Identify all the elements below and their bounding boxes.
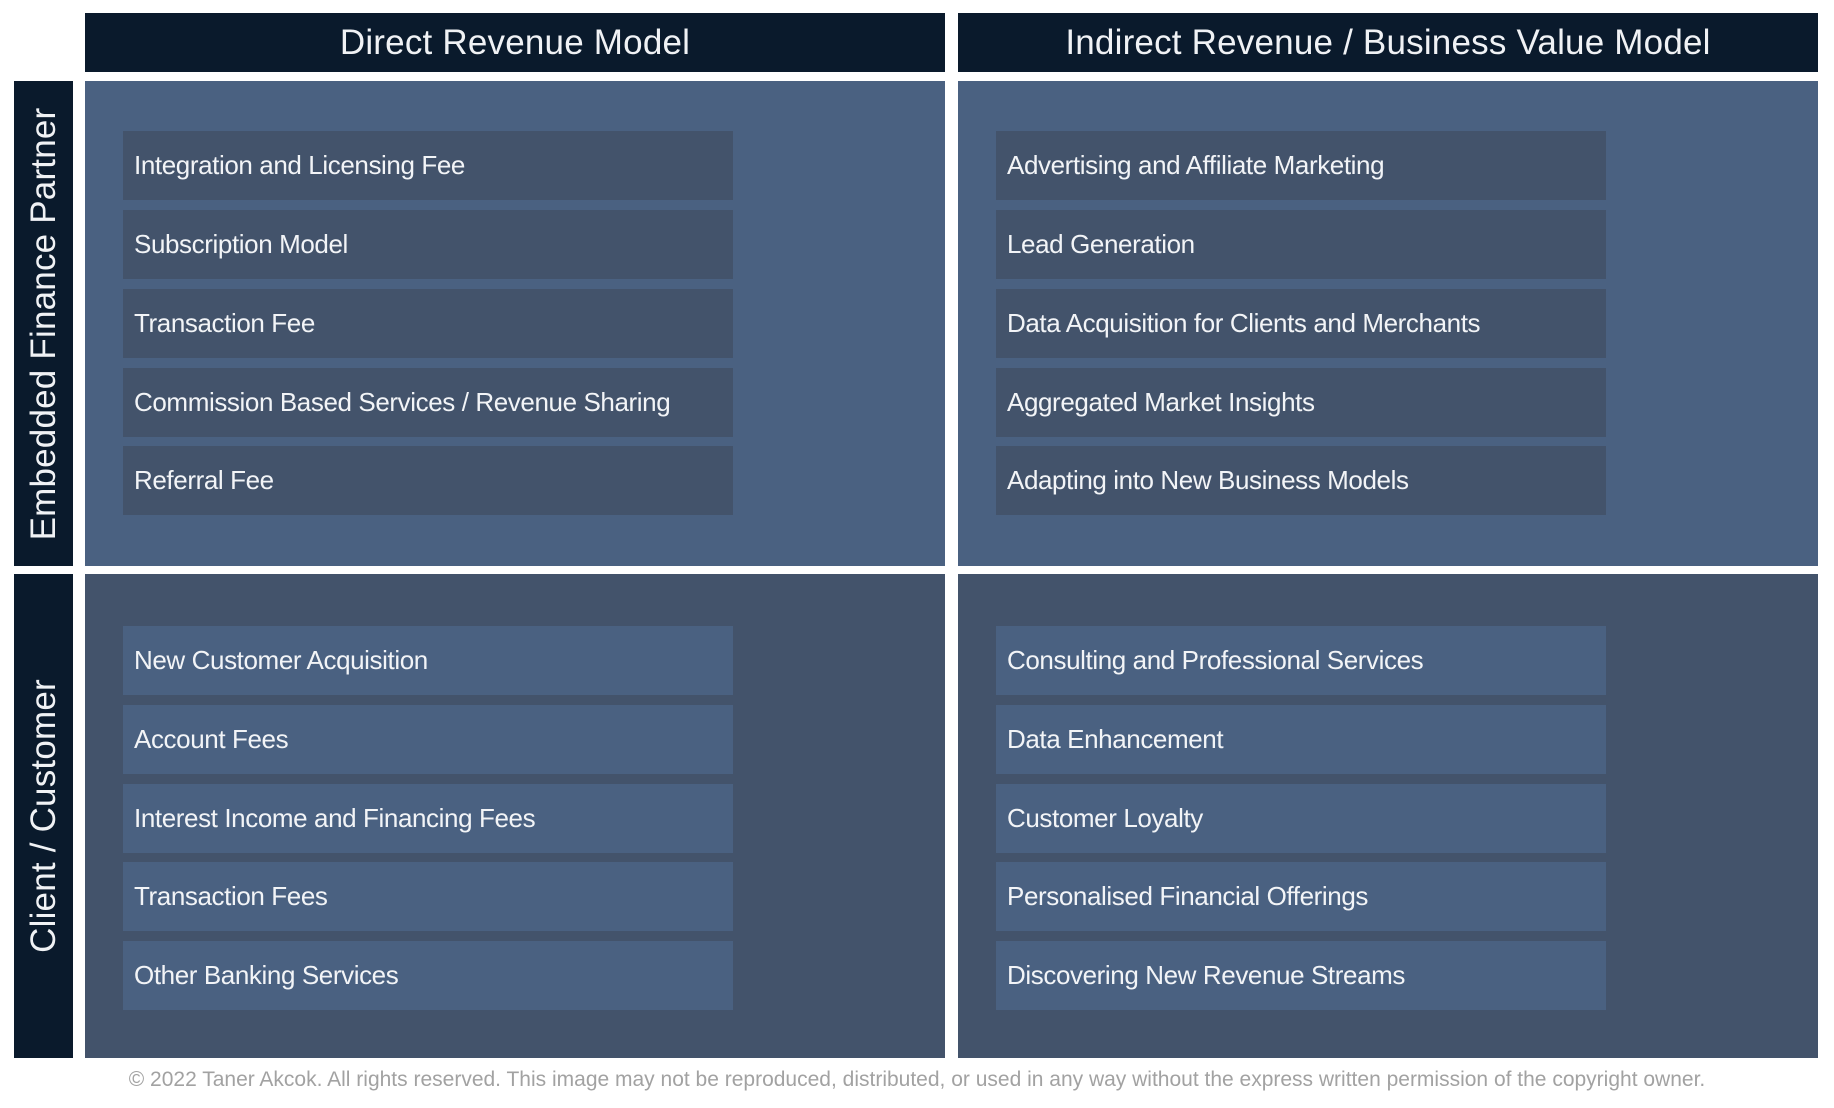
- list-item: Account Fees: [123, 705, 733, 774]
- list-item: Commission Based Services / Revenue Shar…: [123, 368, 733, 437]
- panel-client-indirect: Consulting and Professional Services Dat…: [958, 574, 1818, 1058]
- row-header-label: Embedded Finance Partner: [23, 107, 63, 540]
- copyright-notice: © 2022 Taner Akcok. All rights reserved.…: [128, 1068, 1706, 1091]
- list-item: Referral Fee: [123, 446, 733, 515]
- list-item: Personalised Financial Offerings: [996, 862, 1606, 931]
- list-item: Discovering New Revenue Streams: [996, 941, 1606, 1010]
- row-header-embedded-finance-partner: Embedded Finance Partner: [14, 81, 73, 566]
- list-item: New Customer Acquisition: [123, 626, 733, 695]
- column-header-direct: Direct Revenue Model: [85, 13, 945, 72]
- list-item: Data Acquisition for Clients and Merchan…: [996, 289, 1606, 358]
- list-item: Customer Loyalty: [996, 784, 1606, 853]
- row-header-label: Client / Customer: [23, 679, 63, 953]
- list-item: Advertising and Affiliate Marketing: [996, 131, 1606, 200]
- row-header-client-customer: Client / Customer: [14, 574, 73, 1058]
- list-item: Adapting into New Business Models: [996, 446, 1606, 515]
- panel-partner-direct: Integration and Licensing Fee Subscripti…: [85, 81, 945, 566]
- panel-client-direct: New Customer Acquisition Account Fees In…: [85, 574, 945, 1058]
- list-item: Integration and Licensing Fee: [123, 131, 733, 200]
- list-item: Transaction Fees: [123, 862, 733, 931]
- list-item: Data Enhancement: [996, 705, 1606, 774]
- list-item: Aggregated Market Insights: [996, 368, 1606, 437]
- list-item: Interest Income and Financing Fees: [123, 784, 733, 853]
- list-item: Consulting and Professional Services: [996, 626, 1606, 695]
- list-item: Subscription Model: [123, 210, 733, 279]
- panel-partner-indirect: Advertising and Affiliate Marketing Lead…: [958, 81, 1818, 566]
- list-item: Other Banking Services: [123, 941, 733, 1010]
- list-item: Lead Generation: [996, 210, 1606, 279]
- list-item: Transaction Fee: [123, 289, 733, 358]
- column-header-indirect: Indirect Revenue / Business Value Model: [958, 13, 1818, 72]
